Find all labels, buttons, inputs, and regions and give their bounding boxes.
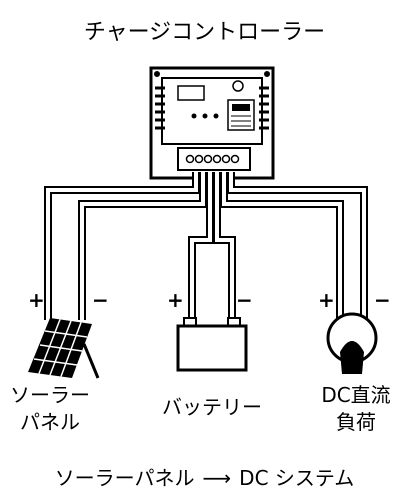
controller-led <box>213 113 219 119</box>
diagram-title: チャージコントローラー <box>83 20 326 45</box>
flow-caption: ソーラーパネル ⟶ DC システム <box>0 462 409 491</box>
terminal-screw <box>221 154 231 164</box>
solar-panel-label: ソーラー パネル <box>2 382 98 436</box>
solar-panel-wires <box>44 172 207 320</box>
dc-load-wires <box>220 172 368 318</box>
battery-minus-label: − <box>236 288 253 312</box>
solar-plus-label: + <box>28 288 45 312</box>
solar-panel-icon <box>28 318 100 379</box>
load-minus-label: − <box>374 288 391 312</box>
battery-plus-label: + <box>167 288 184 312</box>
light-bulb-icon <box>326 312 378 374</box>
controller-led <box>202 113 208 119</box>
terminal-screw <box>194 154 204 164</box>
terminal-screw <box>203 154 213 164</box>
solar-panel-label-line1: ソーラー <box>10 383 90 407</box>
controller-button-icon <box>232 80 244 92</box>
battery-label: バッテリー <box>162 395 262 419</box>
battery-icon <box>176 317 248 372</box>
flow-from: ソーラーパネル <box>54 466 195 490</box>
terminal-screw <box>185 154 195 164</box>
terminal-screw <box>230 154 240 164</box>
flow-arrow-icon: ⟶ <box>202 466 232 490</box>
battery-wires <box>188 172 236 318</box>
dc-load-label-line2: 負荷 <box>336 410 376 434</box>
controller-led <box>191 113 197 119</box>
solar-panel-label-line2: パネル <box>20 410 80 434</box>
terminal-screw <box>212 154 222 164</box>
solar-minus-label: − <box>92 288 109 312</box>
dc-load-label-line1: DC直流 <box>321 383 391 407</box>
dc-load-label: DC直流 負荷 <box>316 382 396 436</box>
charge-controller <box>149 66 275 180</box>
load-plus-label: + <box>318 288 335 312</box>
flow-to: DC システム <box>239 466 355 490</box>
